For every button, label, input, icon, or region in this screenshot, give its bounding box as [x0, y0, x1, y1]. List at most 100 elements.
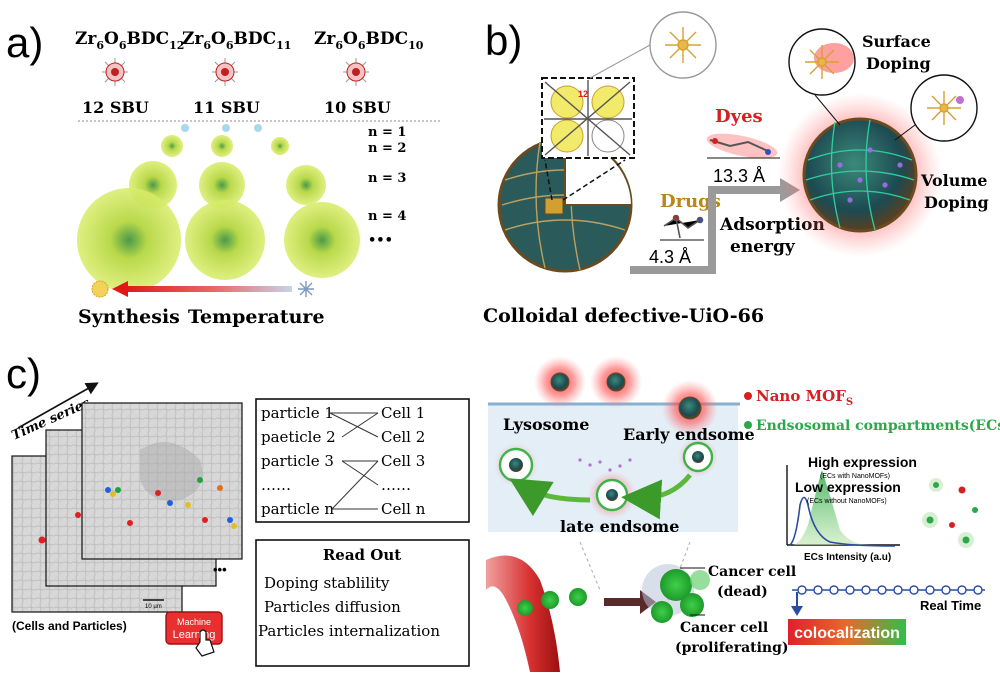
pointer-hand-icon — [195, 629, 215, 657]
cell-dots: …… — [381, 476, 411, 494]
tracked-particles — [38, 477, 237, 544]
dopant-dot-3 — [882, 182, 888, 188]
readout-item-3: Particles internalization — [258, 622, 440, 640]
machine-learning-button-bg[interactable] — [165, 611, 223, 645]
high-expression-peak — [792, 470, 870, 545]
volume-doping-label: Doping — [924, 193, 989, 212]
cell-1: Cell 1 — [381, 404, 425, 422]
readout-item-2: Particles diffusion — [264, 598, 401, 616]
low-expression-label: Low expression — [795, 479, 901, 495]
volume-label: Volume — [920, 171, 987, 190]
magnifier-1-line — [589, 44, 651, 79]
high-expression-label: High expression — [808, 454, 917, 470]
mof-formula-12: Zr6O6BDC12 — [75, 29, 184, 52]
mof-formula-11: Zr6O6BDC11 — [182, 29, 291, 52]
n-label-3: n = 3 — [368, 171, 406, 186]
timeline-drop-arrowhead — [791, 606, 803, 616]
cell-n: Cell n — [381, 500, 426, 518]
particle-dots: …… — [261, 476, 291, 494]
matching-lines — [329, 412, 379, 510]
particle-n2-col3 — [271, 137, 289, 155]
temperature-arrow-head — [112, 281, 128, 297]
circulating-cells — [517, 588, 587, 616]
sbu-label-11: 11 SBU — [193, 98, 260, 117]
adsorption-arrow — [630, 186, 784, 274]
cell-shape — [140, 442, 203, 501]
ecs-intensity-axis-label: ECs Intensity (a.u) — [804, 552, 891, 563]
snowflake-icon — [298, 281, 314, 297]
cell-3: Cell 3 — [381, 452, 425, 470]
particle-n2-col1 — [161, 135, 183, 157]
vesicle-dots — [578, 458, 632, 472]
particle-n4-col3 — [284, 202, 360, 278]
legend-mofs-dot — [744, 392, 752, 400]
surface-label: Surface — [862, 32, 931, 51]
particle-n3-col3 — [286, 165, 326, 205]
particle-n: particle n — [261, 500, 334, 518]
surface-doping-label: Doping — [866, 54, 931, 73]
ml-label-2: Learning — [173, 629, 216, 641]
early-to-late-arrow — [621, 473, 692, 520]
lattice-lines — [544, 80, 632, 156]
panel-c-label: c) — [6, 350, 41, 397]
legend-mofs-label: Nano MOFS — [756, 387, 853, 408]
legend-ecs-label: Endsosomal compartments(ECs) — [756, 418, 1000, 434]
cancer-prolif-label-2: (proliferating) — [675, 640, 789, 656]
unit-cell-tag: 12 — [578, 89, 588, 99]
particle-n4-col2 — [185, 200, 265, 280]
dopant-dot-2 — [867, 147, 873, 153]
late-endosome-label: late endsome — [560, 517, 679, 536]
particle-1: particle 1 — [261, 404, 334, 422]
tumor-mass — [642, 564, 710, 623]
n-label-1: n = 1 — [368, 125, 406, 140]
n-label-4: n = 4 — [368, 209, 406, 224]
drugs-label: Drugs — [660, 191, 721, 212]
real-time-label: Real Time — [920, 598, 981, 613]
high-expression-sub: (ECs with NanoMOFs) — [820, 473, 890, 480]
doped-sphere — [802, 117, 918, 233]
drug-molecule — [663, 214, 704, 239]
dopant-dot-1 — [837, 162, 843, 168]
doped-sphere-body — [802, 117, 918, 233]
zoom-line-left — [544, 159, 553, 201]
dyes-label: Dyes — [715, 106, 763, 127]
nanoparticle-grid — [77, 124, 360, 292]
early-endosome — [678, 437, 718, 477]
sbu-molecule-12 — [102, 58, 128, 86]
colocalization-label: colocalization — [794, 625, 900, 642]
scale-bar-label: 10 µm — [145, 604, 162, 610]
particle-3: particle 3 — [261, 452, 334, 470]
low-expression-curve — [789, 496, 896, 547]
late-endosome — [588, 471, 636, 519]
magnifier-3-line — [894, 124, 916, 141]
drug-size: 4.3 Å — [649, 247, 691, 267]
readout-box — [255, 539, 470, 667]
panel-c: c) Time series 10 µm ••• (Cells an — [6, 350, 1000, 672]
sun-icon — [91, 280, 109, 298]
magnifier-3-molecule — [927, 91, 961, 125]
axis-temperature-label: Temperature — [188, 306, 325, 328]
sbu-label-10: 10 SBU — [324, 98, 391, 117]
low-expression-sub: (ECs without NanoMOFs) — [807, 498, 887, 505]
magnifier-2-molecule — [805, 45, 839, 79]
particle-n4-col1 — [77, 188, 181, 292]
readout-title: Read Out — [323, 546, 401, 564]
particle-n1-col1 — [181, 124, 189, 132]
lysosome-label: Lysosome — [503, 415, 589, 434]
machine-learning-button[interactable]: Machine Learning — [165, 611, 223, 657]
late-to-lysosome-arrow — [509, 478, 591, 517]
dopant-dot-4 — [847, 197, 853, 203]
cancer-dead-label-2: (dead) — [717, 584, 768, 600]
magnifier-2-line — [814, 94, 841, 126]
external-mofs — [534, 356, 718, 436]
legend-ecs-dot — [744, 421, 752, 429]
temperature-arrow — [91, 280, 314, 298]
cancer-dead-label-1: Cancer cell — [708, 564, 796, 580]
zoom-guide-left — [579, 541, 601, 591]
zoom-line-right — [562, 159, 626, 201]
colocalized-dots — [922, 478, 978, 548]
sbu-label-12: 12 SBU — [82, 98, 149, 117]
volume-dopant — [956, 96, 964, 104]
timeline-nodes — [797, 585, 983, 595]
